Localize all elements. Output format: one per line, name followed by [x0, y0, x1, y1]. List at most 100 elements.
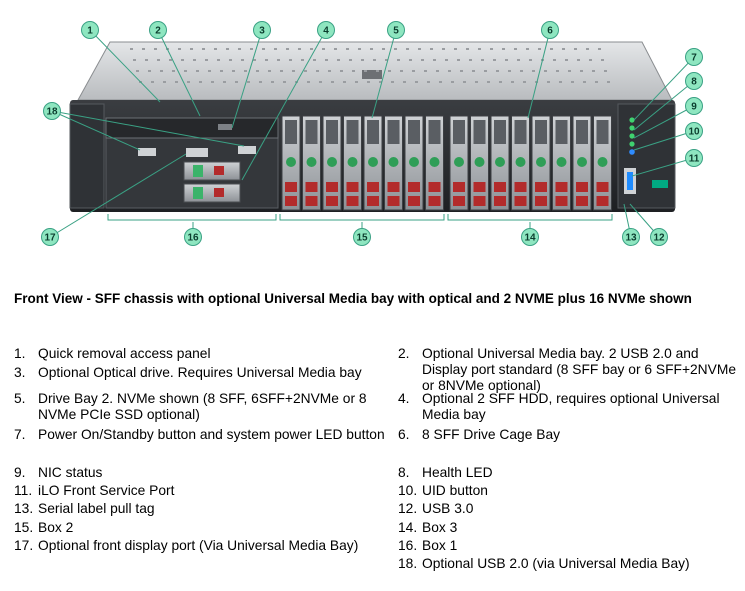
legend-number: 3.	[14, 365, 26, 380]
legend-number: 8.	[398, 465, 410, 480]
legend-number: 9.	[14, 465, 26, 480]
nvme-drive	[449, 115, 469, 211]
callout-number: 8	[691, 77, 697, 88]
callout-1: 1	[81, 21, 99, 39]
callout-number: 11	[689, 154, 700, 165]
nvme-drive	[531, 115, 551, 211]
legend-item: 6.8 SFF Drive Cage Bay	[398, 427, 738, 443]
nvme-drive	[363, 115, 383, 211]
status-leds	[629, 117, 635, 155]
optical-drive	[105, 117, 279, 139]
box-brackets	[107, 214, 613, 221]
callout-13: 13	[622, 228, 640, 246]
panel-vents	[130, 48, 610, 83]
display-port	[186, 148, 208, 157]
callout-number: 10	[688, 127, 700, 138]
legend-text: Drive Bay 2. NVMe shown (8 SFF, 6SFF+2NV…	[38, 391, 367, 422]
callout-number: 14	[524, 233, 536, 244]
leader-line	[51, 110, 141, 151]
legend-text: Box 3	[422, 520, 458, 535]
callout-9: 9	[685, 97, 703, 115]
callout-6: 6	[541, 21, 559, 39]
legend-text: Box 1	[422, 538, 458, 553]
legend-text: Optional USB 2.0 (via Universal Media Ba…	[422, 556, 690, 571]
legend-item: 11. iLO Front Service Port	[14, 483, 386, 499]
callout-number: 2	[155, 26, 161, 37]
legend-number: 11.	[14, 483, 33, 498]
usb-3-port	[627, 172, 633, 190]
usb-2-port-right	[238, 146, 256, 154]
legend-item: 16.Box 1	[398, 538, 738, 554]
callout-number: 6	[547, 26, 553, 37]
legend-text: Optional front display port (Via Univers…	[38, 538, 359, 553]
legend-number: 14.	[398, 520, 418, 535]
legend-item: 14. Box 3	[398, 520, 738, 536]
nvme-drive	[322, 115, 342, 211]
leader-line	[89, 29, 161, 103]
callout-5: 5	[387, 21, 405, 39]
callout-number: 13	[625, 233, 637, 244]
legend-text: Box 2	[38, 520, 74, 535]
legend-text: Serial label pull tag	[38, 501, 155, 516]
nvme-drive	[425, 115, 444, 211]
sff-hdd-led-2	[193, 187, 203, 199]
nvme-drive	[302, 115, 321, 211]
figure-title: Front View - SFF chassis with optional U…	[14, 291, 692, 306]
callout-number: 12	[653, 233, 665, 244]
nvme-drive	[490, 115, 510, 211]
legend-text: iLO Front Service Port	[38, 483, 175, 498]
callout-4: 4	[317, 21, 335, 39]
callout-number: 16	[187, 233, 199, 244]
nvme-drive	[281, 115, 301, 211]
leader-line	[633, 130, 695, 151]
legend-item: 3.Optional Optical drive. Requires Unive…	[14, 365, 386, 381]
callout-16: 16	[184, 228, 202, 246]
legend-number: 13.	[14, 501, 34, 516]
callout-17: 17	[41, 228, 59, 246]
nvme-drive-bays	[281, 115, 612, 211]
legend-number: 6.	[398, 427, 410, 442]
legend-text: Optional 2 SFF HDD, requires optional Un…	[422, 391, 720, 422]
nvme-drive	[404, 115, 424, 211]
leader-line	[633, 56, 695, 121]
legend-number: 1.	[14, 346, 26, 361]
hpe-logo	[652, 180, 668, 188]
legend-number: 17.	[14, 538, 34, 553]
leader-line	[631, 157, 695, 177]
nvme-drive	[511, 115, 530, 211]
callout-number: 15	[356, 233, 368, 244]
callout-12: 12	[650, 228, 668, 246]
legend-text: USB 3.0	[422, 501, 474, 516]
legend-text: Power On/Standby button and system power…	[38, 427, 385, 442]
legend-number: 10.	[398, 483, 418, 498]
nvme-drive	[593, 115, 612, 211]
sff-hdd-release-2	[214, 188, 224, 197]
nvme-drive	[552, 115, 571, 211]
legend-item: 4.Optional 2 SFF HDD, requires optional …	[398, 391, 738, 423]
legend-number: 5.	[14, 391, 26, 406]
legend-item: 10. UID button	[398, 483, 738, 499]
callout-leader-lines	[49, 29, 695, 238]
callout-number: 18	[46, 107, 58, 118]
legend-number: 12.	[398, 501, 418, 516]
callout-14: 14	[521, 228, 539, 246]
legend-text: UID button	[422, 483, 488, 498]
callout-7: 7	[685, 48, 703, 66]
sff-hdd-bay-2	[183, 183, 241, 203]
legend-item: 9.NIC status	[14, 465, 386, 481]
legend-text: Health LED	[422, 465, 493, 480]
legend-item: 1.Quick removal access panel	[14, 346, 386, 362]
callout-number: 3	[259, 26, 265, 37]
legend-item: 12. USB 3.0	[398, 501, 738, 517]
leader-line	[633, 80, 695, 131]
callout-18: 18	[43, 102, 61, 120]
leader-line	[241, 29, 327, 181]
callout-3: 3	[253, 21, 271, 39]
callout-number: 5	[393, 26, 399, 37]
sff-hdd-bay-1	[183, 161, 241, 181]
optical-eject-button	[218, 124, 232, 130]
nvme-drive	[343, 115, 362, 211]
sff-hdd-led-1	[193, 165, 203, 177]
